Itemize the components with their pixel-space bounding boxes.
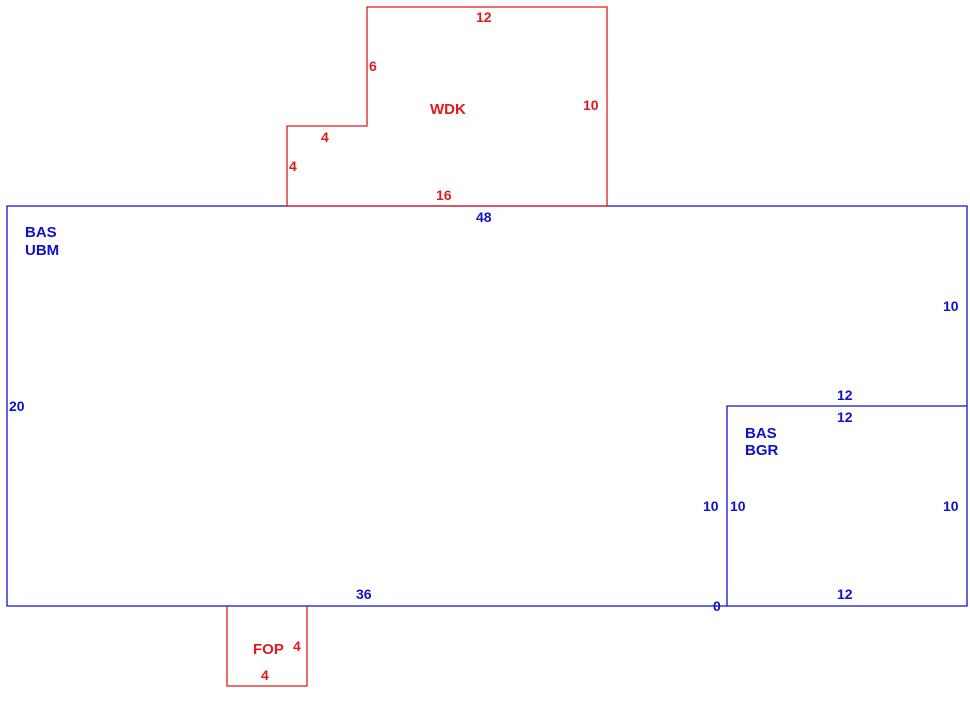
deck-area-code: WDK [430, 101, 466, 118]
dim-deck-bottom: 16 [436, 187, 452, 203]
garage-area-subcode: BGR [745, 442, 779, 459]
dim-main-inner-top: 12 [837, 387, 853, 403]
main-area-code: BAS [25, 224, 57, 241]
dim-deck-upper-left: 6 [369, 58, 377, 74]
deck-area-outline [286, 6, 608, 207]
dim-porch-bottom: 4 [261, 667, 269, 683]
main-area-subcode: UBM [25, 242, 59, 259]
dim-main-inner-vertical: 10 [703, 498, 719, 514]
dim-deck-top: 12 [476, 9, 492, 25]
porch-area-outline [226, 606, 308, 687]
dim-main-right-upper: 10 [943, 298, 959, 314]
dim-main-top: 48 [476, 209, 492, 225]
dim-zero-mark: 0 [713, 598, 721, 614]
dim-garage-left: 10 [730, 498, 746, 514]
main-area-outline [6, 205, 968, 607]
dim-garage-bottom: 12 [837, 586, 853, 602]
dim-porch-right: 4 [293, 638, 301, 654]
dim-garage-top: 12 [837, 409, 853, 425]
dim-deck-step: 4 [321, 129, 329, 145]
dim-deck-lower-left: 4 [289, 158, 297, 174]
garage-area-code: BAS [745, 425, 777, 442]
dim-main-left: 20 [9, 398, 25, 414]
dim-main-bottom: 36 [356, 586, 372, 602]
dim-deck-right: 10 [583, 97, 599, 113]
dim-garage-right: 10 [943, 498, 959, 514]
porch-area-code: FOP [253, 641, 284, 658]
garage-area-outline [726, 405, 967, 606]
